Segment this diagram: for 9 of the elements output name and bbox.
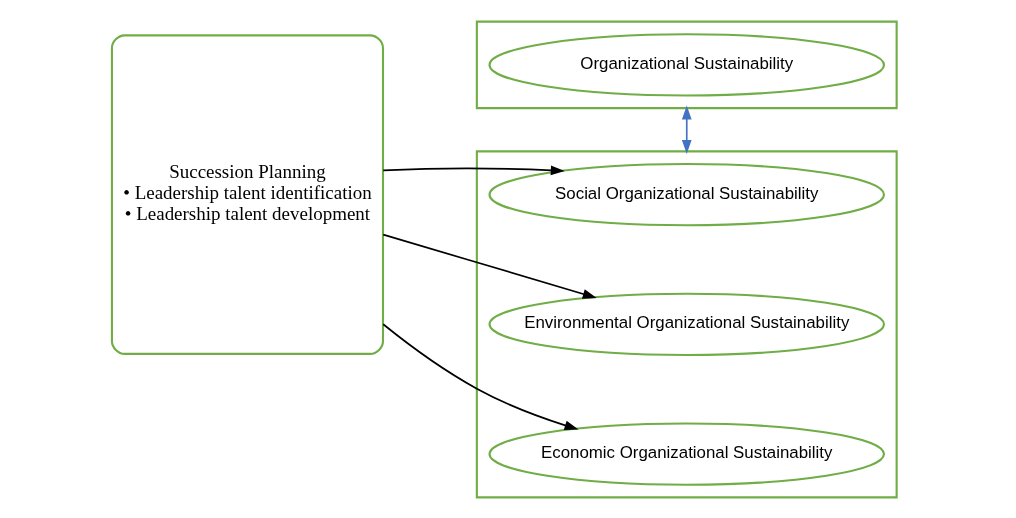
arrow	[381, 322, 578, 430]
node-ellipse: Environmental Organizational Sustainability	[487, 292, 885, 356]
arrow	[681, 105, 692, 154]
node-box: Succession Planning • Leadership talent identification • Leadership talent development	[110, 33, 384, 355]
cluster	[475, 149, 898, 498]
node-ellipse: Organizational Sustainability	[487, 32, 885, 97]
arrow	[381, 164, 565, 175]
arrow	[381, 233, 597, 299]
cluster	[475, 20, 898, 109]
